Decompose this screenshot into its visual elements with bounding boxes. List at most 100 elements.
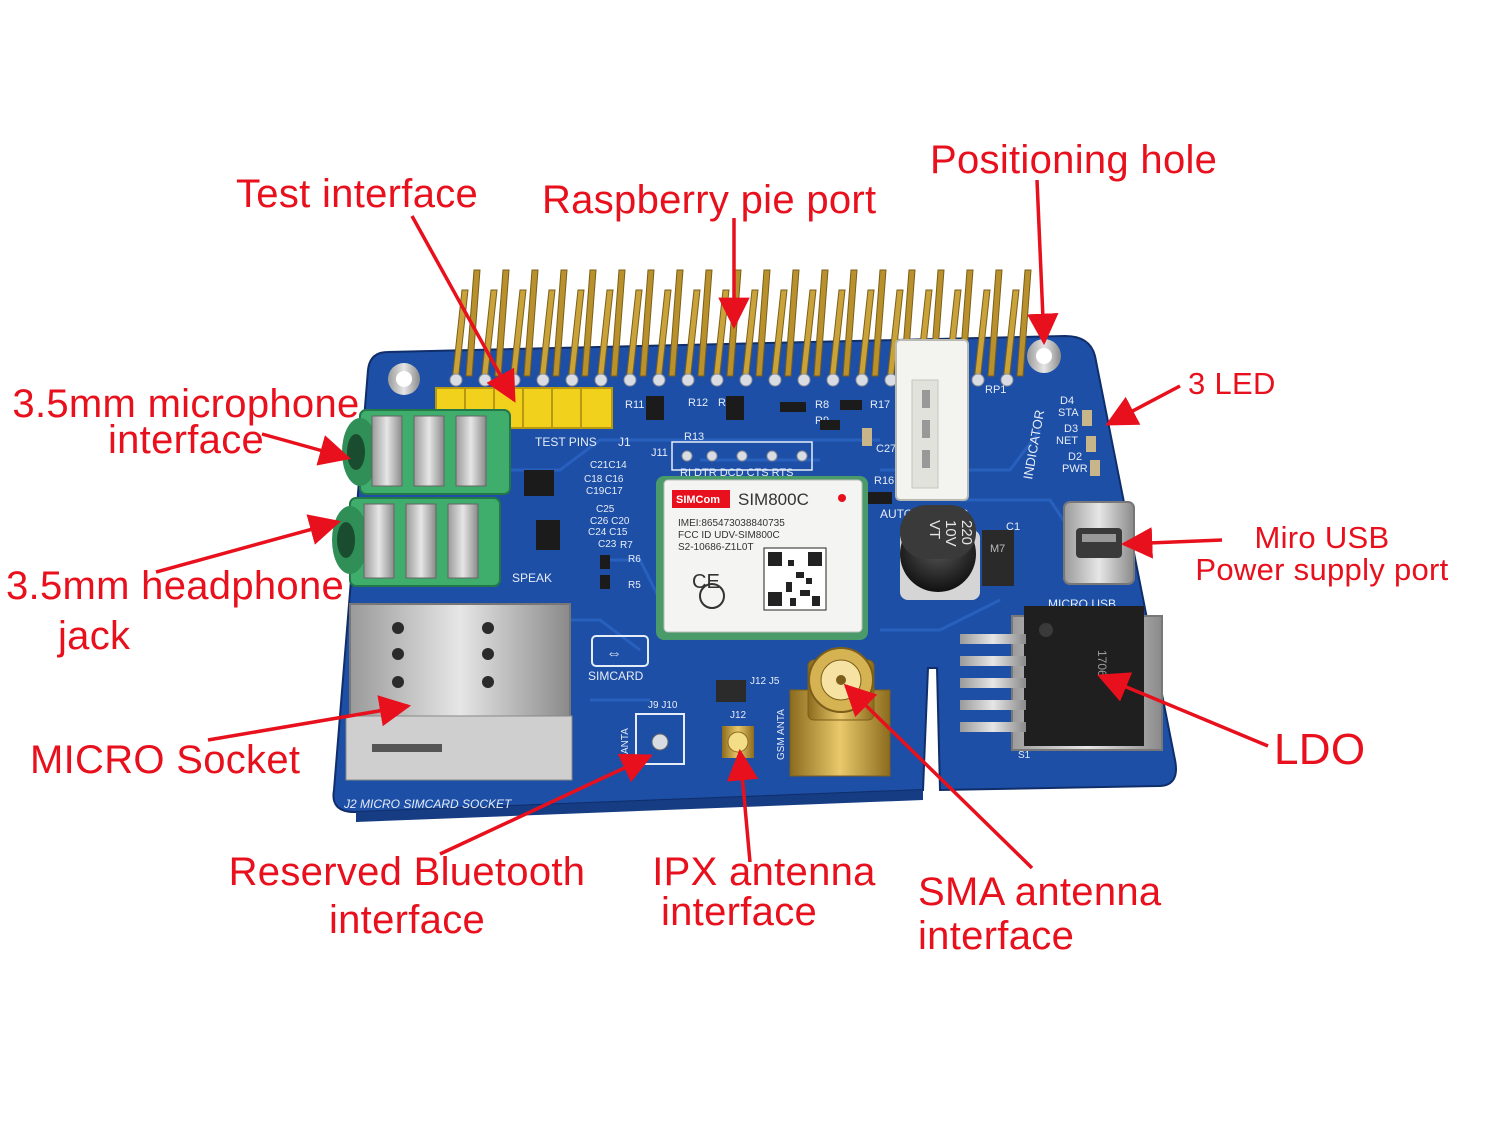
silk-speak: SPEAK — [512, 571, 552, 585]
label-raspberry-port: Raspberry pie port — [542, 178, 877, 222]
silk-r12: R12 — [688, 397, 708, 409]
module-brand: SIMCom — [676, 494, 720, 506]
gpio-pin — [842, 269, 858, 377]
label-mic-line1: 3.5mm microphone — [12, 382, 360, 426]
arrow-bluetooth — [439, 753, 653, 856]
silk-j9j10: J9 J10 — [648, 700, 678, 711]
svg-text:⇔: ⇔ — [606, 645, 622, 662]
diode-code: M7 — [990, 543, 1005, 555]
bluetooth-pad-box — [635, 713, 685, 765]
silk-j12j5: J12 J5 — [750, 676, 780, 687]
silk-d3: D3 — [1064, 423, 1078, 435]
gpio-pin — [784, 269, 800, 377]
label-usb-line1: Miro USB — [1254, 520, 1390, 555]
label-three-led: 3 LED — [1188, 366, 1276, 401]
arrow-usb — [1120, 527, 1223, 559]
silk-anta: ANTA — [620, 728, 631, 754]
label-ipx-line1: IPX antenna — [652, 850, 876, 894]
gpio-pad — [681, 373, 695, 387]
arrow-sma — [843, 683, 1034, 870]
label-ipx-interface: IPX antenna interface — [646, 850, 882, 934]
silk-net: NET — [1056, 435, 1078, 447]
gpio-pin — [813, 269, 829, 377]
jst-connector — [895, 339, 969, 501]
gpio-pad — [971, 373, 985, 387]
micro-sim-socket — [345, 603, 573, 781]
gpio-pad — [507, 373, 521, 387]
silk-caps-2: C18 C16 — [584, 474, 624, 485]
label-ipx-line2: interface — [660, 890, 818, 934]
arrow-test-interface — [410, 215, 516, 403]
label-ldo: LDO — [1274, 725, 1366, 774]
silk-d2: D2 — [1068, 451, 1082, 463]
gpio-pin — [552, 269, 568, 377]
arrow-headphone — [155, 514, 342, 574]
silk-r13: R13 — [684, 431, 704, 443]
arrow-ipx — [726, 748, 759, 863]
gpio-pin — [668, 269, 684, 377]
headphone-jack — [332, 497, 501, 587]
silk-j12: J12 — [730, 710, 747, 721]
qr-code — [763, 547, 827, 611]
label-bluetooth-line1: Reserved Bluetooth — [228, 850, 586, 894]
silk-j1: J1 — [618, 435, 631, 449]
gpio-pad — [478, 373, 492, 387]
gpio-pin — [610, 269, 626, 377]
arrow-mic — [261, 432, 352, 466]
label-positioning-hole: Positioning hole — [930, 138, 1218, 182]
cap-series: VT — [926, 520, 943, 539]
arrow-micro-socket — [207, 695, 412, 742]
gpio-pad — [449, 373, 463, 387]
cap-value: 220 — [958, 520, 975, 545]
gpio-pad — [797, 373, 811, 387]
label-usb-port: Miro USB Power supply port — [1180, 522, 1464, 586]
silk-rp1: RP1 — [985, 384, 1006, 396]
gpio-pin — [523, 269, 539, 377]
small-component — [716, 680, 746, 702]
label-headphone-jack: 3.5mm headphone jack — [6, 564, 344, 658]
label-bluetooth-interface: Reserved Bluetooth interface — [222, 850, 592, 942]
silk-j11: J11 — [651, 447, 668, 459]
gpio-pad — [594, 373, 608, 387]
ldo-code: 1706 — [1095, 650, 1109, 677]
gpio-pad — [739, 373, 753, 387]
module-serial: S2-10686-Z1L0T — [678, 542, 754, 553]
silk-r6: R6 — [628, 554, 641, 565]
silk-pwr: PWR — [1062, 463, 1088, 475]
silk-sta: STA — [1058, 407, 1079, 419]
gpio-pad — [826, 373, 840, 387]
arrow-ldo — [1097, 672, 1269, 748]
label-test-interface: Test interface — [236, 172, 479, 216]
label-sma-line1: SMA antenna — [918, 870, 1162, 914]
silk-r7: R7 — [620, 540, 633, 551]
silk-gsm-anta: GSM ANTA — [776, 709, 787, 760]
silk-r11: R11 — [625, 399, 644, 411]
gpio-pad — [855, 373, 869, 387]
gpio-pin — [871, 269, 887, 377]
silk-r5: R5 — [628, 580, 641, 591]
ccc-mark — [699, 583, 725, 609]
silk-caps-7: C23 — [598, 539, 617, 550]
arrow-positioning-hole — [1027, 179, 1059, 346]
diode — [982, 530, 1014, 586]
ldo-regulator: 1706 — [960, 606, 1163, 751]
silk-caps-6: C24 C15 — [588, 527, 628, 538]
gpio-pin — [1016, 269, 1032, 377]
module-fcc: FCC ID UDV-SIM800C — [678, 530, 780, 541]
silk-r8: R8 — [815, 399, 829, 411]
gpio-pin — [987, 269, 1003, 377]
label-microphone-interface: 3.5mm microphone interface — [6, 382, 366, 462]
silk-r17: R17 — [870, 399, 890, 411]
gpio-pin — [581, 269, 597, 377]
gpio-pad — [565, 373, 579, 387]
bluetooth-pad — [651, 733, 669, 751]
ipx-connector — [722, 726, 754, 758]
gpio-pin — [697, 269, 713, 377]
gpio-pad — [536, 373, 550, 387]
gpio-pad — [652, 373, 666, 387]
label-mic-line2: interface — [107, 418, 265, 462]
silk-sim-socket: J2 MICRO SIMCARD SOCKET — [343, 797, 513, 811]
silk-test-pins: TEST PINS — [535, 435, 597, 449]
simcard-icon — [591, 635, 649, 667]
ce-mark: CE — [692, 571, 720, 593]
